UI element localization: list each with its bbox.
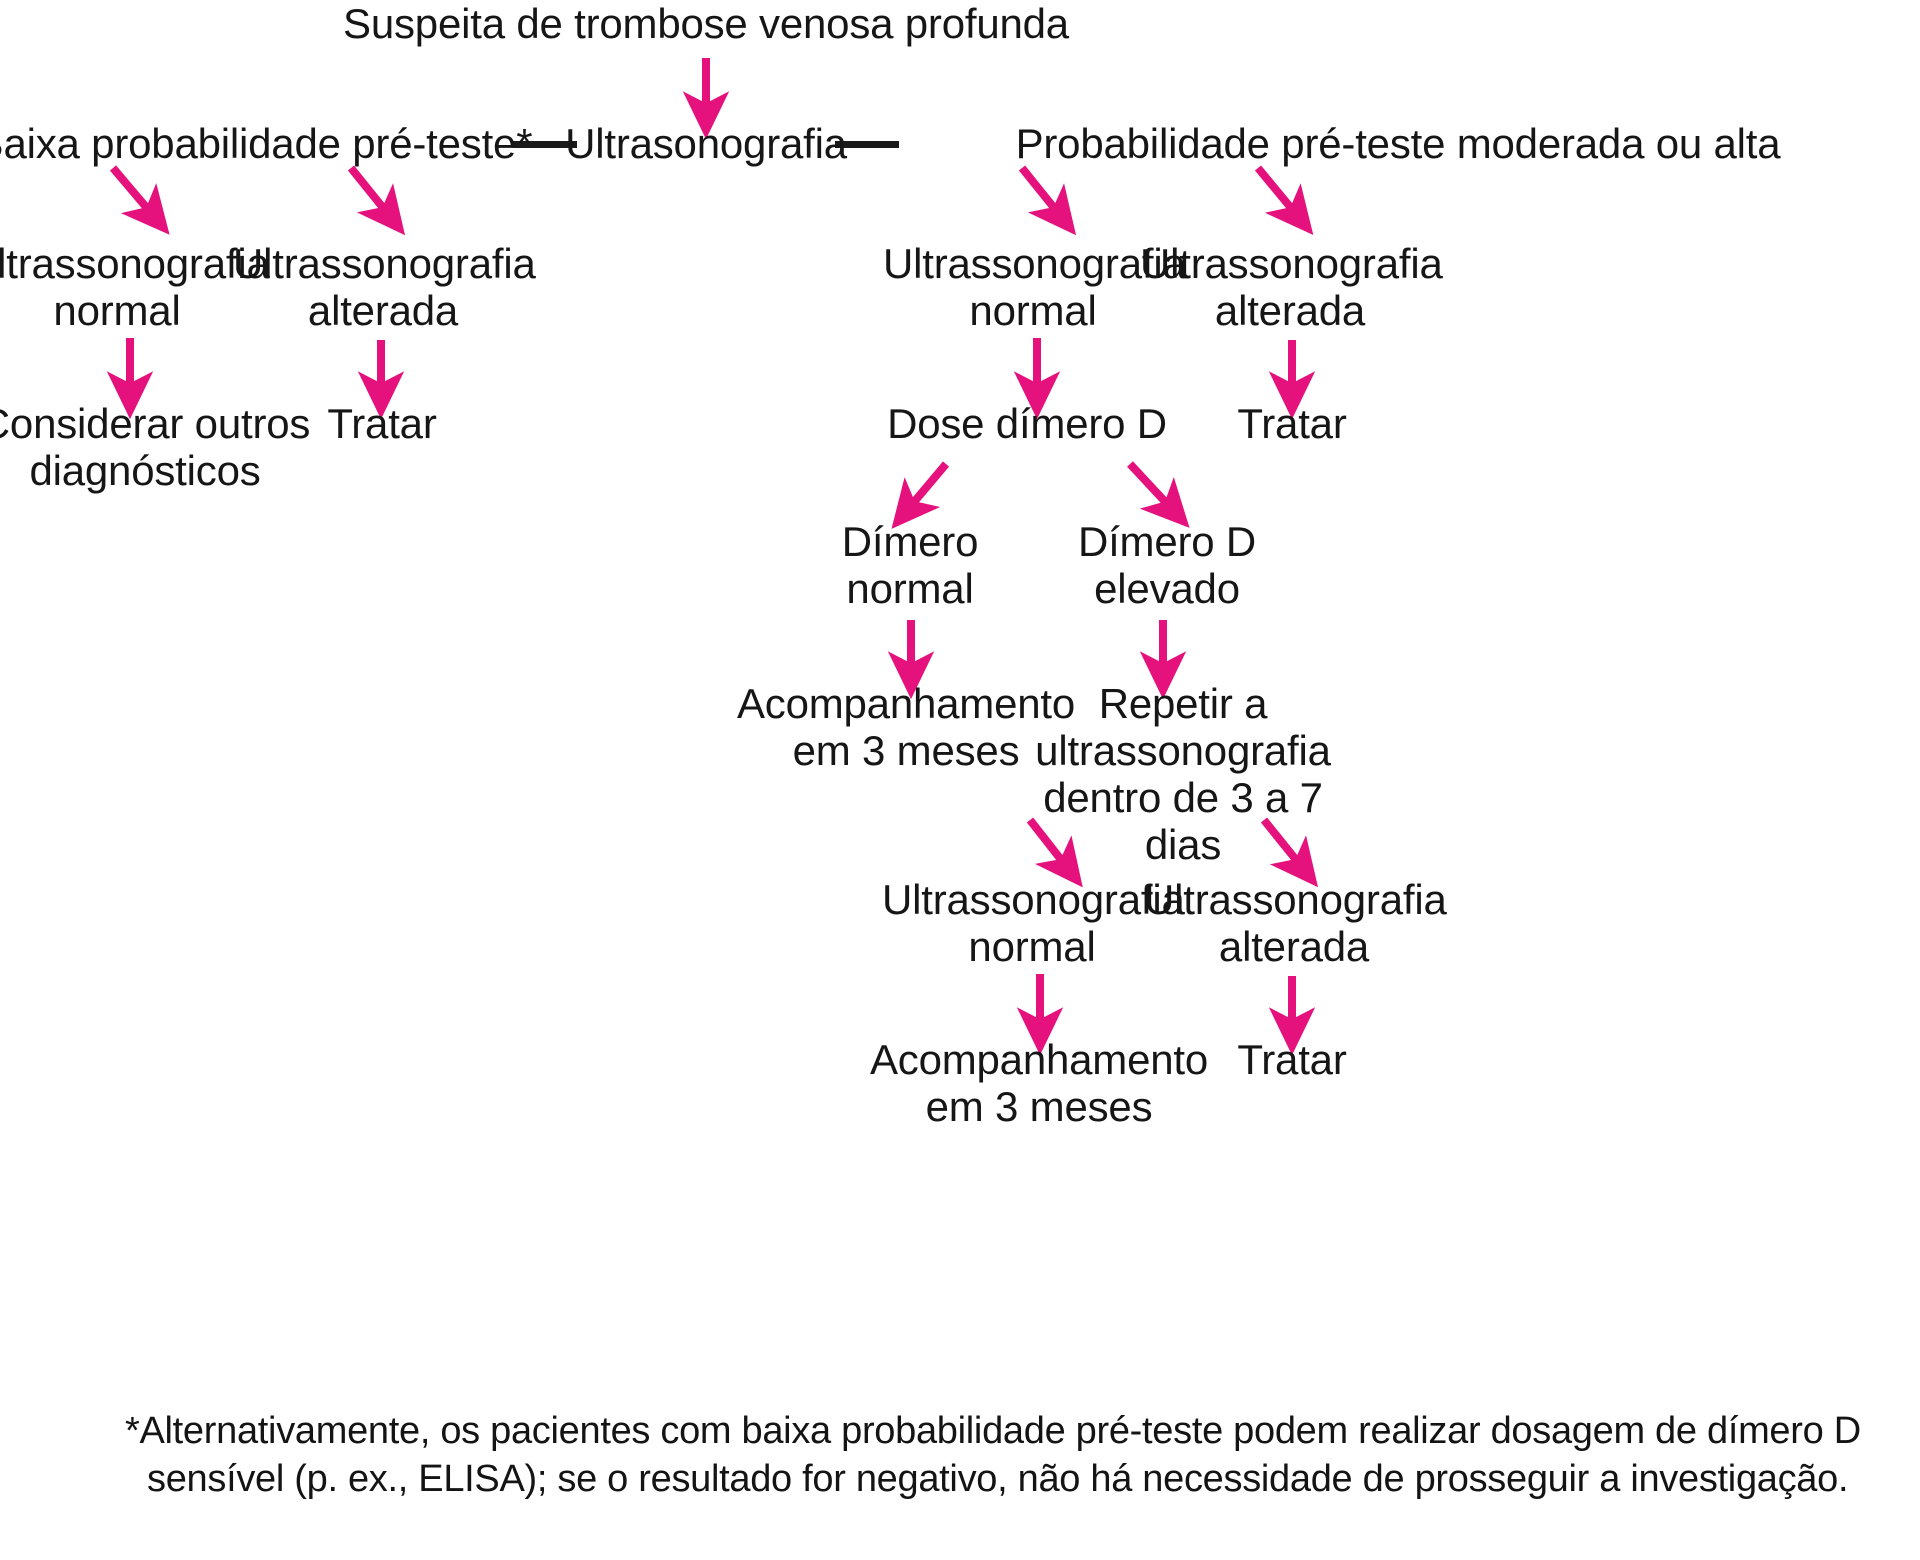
arrow-highprob-to-us-altered (1254, 165, 1314, 235)
arrow-lowprob-to-us-altered (347, 165, 406, 236)
node-left-treat: Tratar (327, 400, 437, 447)
node-dimer-normal: Dímero normal (841, 518, 979, 613)
node-root: Suspeita de trombose venosa profunda (343, 0, 1069, 47)
footnote-line-2: sensível (p. ex., ELISA); se o resultado… (147, 1457, 1849, 1500)
node-repeat-ultrasound: Repetir a ultrassonografia dentro de 3 a… (1035, 680, 1331, 869)
node-high-probability: Probabilidade pré-teste moderada ou alta (1015, 120, 1781, 167)
node-followup-3-months-1: Acompanhamento em 3 meses (736, 680, 1076, 775)
node-right-us-normal: Ultrassonografia normal (883, 240, 1186, 335)
node-ultrasound-test: Ultrasonografia (565, 120, 847, 167)
arrow-lowprob-to-us-normal (109, 165, 170, 235)
node-right-us-altered: Ultrassonografia alterada (1140, 240, 1443, 335)
node-left-us-normal: Ultrassonografia normal (0, 240, 270, 335)
node-left-consider-other-diagnoses: Considerar outros diagnósticos (0, 400, 311, 495)
node-repeat-us-altered: Ultrassonografia alterada (1144, 876, 1447, 971)
node-low-probability: Baixa probabilidade pré-teste* (0, 120, 533, 167)
footnote-line-1: *Alternativamente, os pacientes com baix… (125, 1410, 1861, 1452)
connector-left-line (513, 141, 577, 148)
node-followup-3-months-2: Acompanhamento em 3 meses (869, 1036, 1209, 1131)
arrow-dimer-dose-to-dimer-elevated (1127, 461, 1190, 528)
node-right-treat-2: Tratar (1237, 1036, 1347, 1083)
connector-right-line (835, 141, 899, 148)
node-repeat-us-normal: Ultrassonografia normal (882, 876, 1185, 971)
node-dimer-elevated: Dímero D elevado (1077, 518, 1257, 613)
node-right-treat-1: Tratar (1237, 400, 1347, 447)
node-dimer-dose: Dose dímero D (887, 400, 1167, 447)
node-left-us-altered: Ultrassonografia alterada (233, 240, 536, 335)
footnote: *Alternativamente, os pacientes com baix… (125, 1408, 1915, 1504)
arrow-dimer-dose-to-dimer-normal (891, 461, 950, 529)
arrow-highprob-to-us-normal (1018, 165, 1077, 236)
